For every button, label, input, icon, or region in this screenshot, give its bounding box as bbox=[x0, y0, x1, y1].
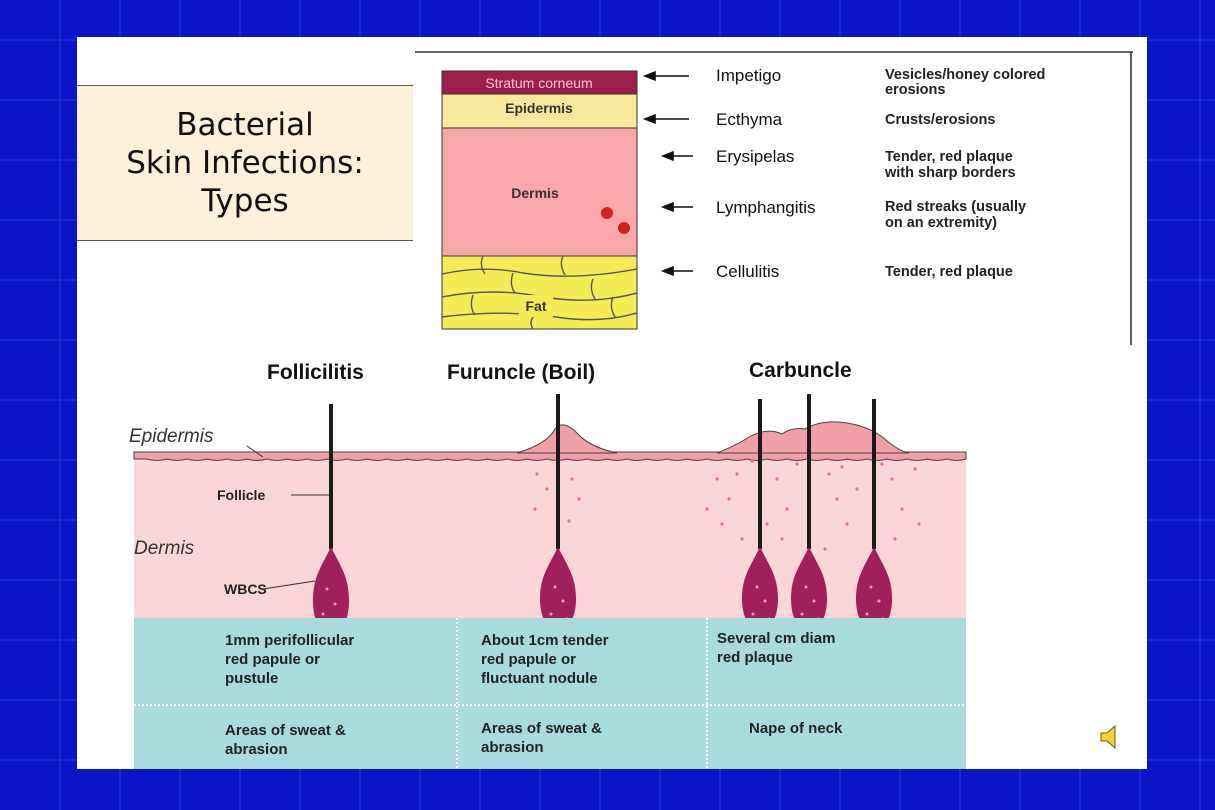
follicle-diagram: Follicilitis Furuncle (Boil) Carbuncle E… bbox=[129, 359, 967, 769]
speaker-icon[interactable] bbox=[1097, 722, 1131, 752]
heading-folliculitis: Follicilitis bbox=[267, 361, 364, 384]
infection-name: Lymphangitis bbox=[716, 198, 816, 217]
bulb-furuncle bbox=[540, 547, 576, 631]
table-cell: Nape of neck bbox=[749, 720, 843, 737]
infection-desc: Tender, red plaque bbox=[885, 149, 1013, 165]
title-box: Bacterial Skin Infections: Types bbox=[77, 85, 413, 241]
table-cells: 1mm perifollicular red papule or pustule… bbox=[225, 630, 843, 758]
bulb-speckles bbox=[321, 585, 885, 623]
infection-arrows bbox=[642, 70, 693, 277]
table-cell: 1mm perifollicular bbox=[225, 632, 354, 649]
bulb-carbuncle-1 bbox=[742, 547, 778, 631]
fat-layer-label: Fat bbox=[526, 298, 547, 314]
heading-carbuncle: Carbuncle bbox=[749, 359, 852, 382]
table-cell: Areas of sweat & bbox=[481, 720, 602, 737]
infection-name: Ecthyma bbox=[716, 110, 783, 129]
slide-content: Bacterial Skin Infections: Types Stratum… bbox=[77, 37, 1147, 769]
table-cell: Areas of sweat & bbox=[225, 722, 346, 739]
epidermis-layer bbox=[441, 93, 638, 129]
carbuncle-bump bbox=[716, 421, 910, 454]
table-cell: pustule bbox=[225, 670, 278, 687]
infection-desc: erosions bbox=[885, 82, 945, 98]
bulb-carbuncle-3 bbox=[856, 547, 892, 631]
comparison-table bbox=[134, 618, 966, 769]
epidermis-label: Epidermis bbox=[129, 426, 214, 447]
infection-desc: Red streaks (usually bbox=[885, 199, 1026, 215]
infection-desc: Vesicles/honey colored bbox=[885, 67, 1045, 83]
wbc-dots bbox=[533, 459, 921, 551]
dermis-label: Dermis bbox=[134, 538, 195, 559]
table-cell: Several cm diam bbox=[717, 630, 835, 647]
infection-name: Cellulitis bbox=[716, 262, 779, 281]
bulb-carbuncle-2 bbox=[791, 547, 827, 631]
hair-shafts bbox=[329, 394, 876, 549]
infection-desc: Tender, red plaque bbox=[885, 264, 1013, 280]
fat-label-box bbox=[519, 295, 553, 317]
table-cell: red plaque bbox=[717, 649, 793, 666]
infection-name: Impetigo bbox=[716, 66, 781, 85]
epidermis-layer-label: Epidermis bbox=[505, 100, 573, 116]
infection-desc: Crusts/erosions bbox=[885, 112, 995, 128]
infection-name: Erysipelas bbox=[716, 147, 794, 166]
table-cell: fluctuant nodule bbox=[481, 670, 598, 687]
red-streak-dot bbox=[618, 222, 630, 234]
wbcs-label: WBCS bbox=[224, 581, 267, 597]
table-cell: About 1cm tender bbox=[481, 632, 609, 649]
follicle-label: Follicle bbox=[217, 487, 265, 503]
table-cell: abrasion bbox=[481, 739, 544, 756]
slide-title: Bacterial Skin Infections: Types bbox=[126, 107, 364, 219]
dermis-layer bbox=[441, 127, 638, 257]
table-cell: abrasion bbox=[225, 741, 288, 758]
stratum-corneum-label: Stratum corneum bbox=[485, 75, 592, 91]
dermis-layer-label: Dermis bbox=[511, 185, 559, 201]
infection-desc: with sharp borders bbox=[884, 165, 1016, 181]
table-cell: red papule or bbox=[225, 651, 320, 668]
skin-layers-diagram: Stratum corneum Epidermis Dermis Fat bbox=[415, 51, 1133, 345]
epidermis-pointer bbox=[246, 445, 264, 458]
table-cell: red papule or bbox=[481, 651, 576, 668]
furuncle-bump bbox=[516, 424, 618, 454]
infection-names: Impetigo Ecthyma Erysipelas Lymphangitis… bbox=[716, 66, 816, 281]
wbcs-pointer bbox=[262, 580, 316, 590]
red-streak-dot bbox=[601, 207, 613, 219]
heading-furuncle: Furuncle (Boil) bbox=[447, 361, 595, 384]
infection-desc: on an extremity) bbox=[885, 215, 997, 231]
infection-descriptions: Vesicles/honey colored erosions Crusts/e… bbox=[884, 67, 1045, 280]
